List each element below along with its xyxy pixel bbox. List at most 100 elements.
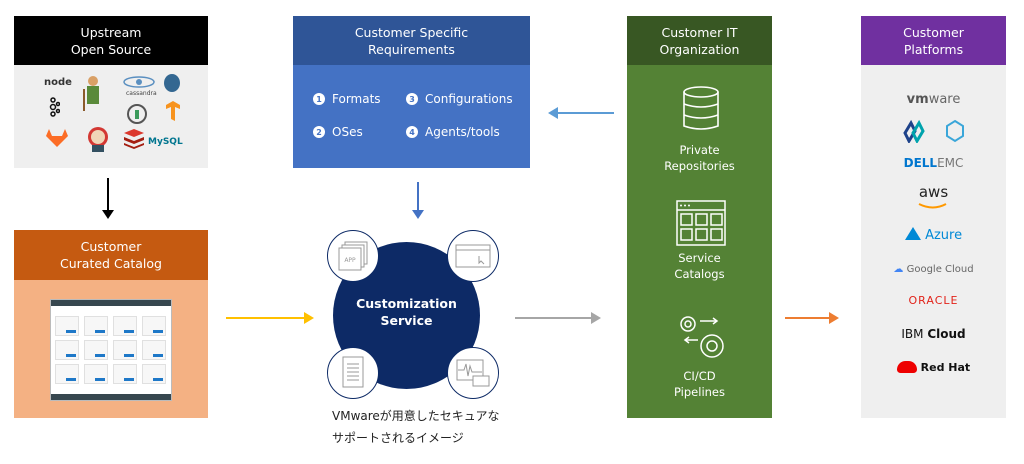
node-logo: node: [44, 77, 72, 88]
caption-line-1: VMwareが用意したセキュアな: [332, 409, 500, 423]
document-icon-circle: [327, 347, 379, 399]
curated-title-1: Customer: [80, 239, 142, 254]
redis-icon: [124, 129, 144, 149]
requirement-agents-tools: 4 Agents/tools: [406, 125, 500, 139]
customization-caption: VMwareが用意したセキュアな サポートされるイメージ: [332, 405, 552, 449]
catalog-card: [55, 340, 79, 360]
upstream-title-1: Upstream: [80, 24, 142, 40]
cassandra-eye-icon: [123, 76, 155, 88]
catalog-card: [84, 364, 108, 384]
requirement-label: OSes: [332, 125, 363, 139]
dell-logo-a: DELL: [903, 156, 938, 170]
requirements-panel: 1 Formats 2 OSes 3 Configurations 4 Agen…: [293, 65, 530, 168]
redhat-hat-icon: [896, 361, 917, 373]
dell-logo-b: EMC: [937, 156, 964, 170]
catalog-card: [55, 316, 79, 336]
screenshot-bottombar: [51, 394, 171, 400]
catalog-card: [55, 364, 79, 384]
monitor-icon-circle: [447, 347, 499, 399]
requirements-header: Customer Specific Requirements: [293, 16, 530, 65]
service-catalog-icon: [676, 200, 726, 246]
upstream-title-2: Open Source: [70, 41, 152, 57]
platforms-header: Customer Platforms: [861, 16, 1006, 65]
requirement-formats: 1 Formats: [313, 92, 381, 106]
it-org-title-2: Organization: [659, 41, 740, 57]
kafka-icon: [49, 97, 60, 117]
dellemc-logo: DELLEMC: [861, 156, 1006, 170]
database-icon: [683, 86, 719, 130]
catalog-card: [84, 340, 108, 360]
screenshot-topbar: [51, 300, 171, 306]
arrow-down-blue: [412, 182, 424, 219]
azure-label: Azure: [925, 228, 963, 243]
redhat-logo: Red Hat: [861, 361, 1006, 374]
it-item-line1: Private: [679, 143, 720, 157]
arrow-right-orange: [785, 312, 839, 324]
aws-smile-icon: [918, 203, 947, 209]
cicd-gears-icon: [680, 316, 724, 358]
arrow-right-gray: [515, 312, 601, 324]
browser-icon-circle: [447, 230, 499, 282]
app-stack-icon-circle: APP: [327, 230, 379, 282]
catalog-card: [142, 364, 166, 384]
azure-logo: Azure: [861, 227, 1006, 243]
ibm-cloud-label: Cloud: [927, 327, 966, 341]
it-org-title-1: Customer IT: [661, 24, 738, 40]
vmware-logo-b: ware: [928, 92, 961, 107]
monitoring-graph-icon: [456, 359, 490, 387]
number-badge: 1: [313, 93, 325, 105]
mysql-logo: MySQL: [148, 137, 183, 147]
curated-title-2: Curated Catalog: [60, 256, 162, 271]
vmware-logo: vmware: [861, 92, 1006, 107]
requirement-configurations: 3 Configurations: [406, 92, 513, 106]
document-scroll-icon: [342, 356, 364, 388]
catalog-card: [113, 340, 137, 360]
browser-window-icon: [455, 244, 491, 268]
requirement-oses: 2 OSes: [313, 125, 363, 139]
catalog-card: [142, 340, 166, 360]
catalog-card: [142, 316, 166, 336]
customization-title-1: Customization: [356, 296, 457, 311]
tensorflow-icon: [166, 101, 180, 121]
google-cloud-logo: ☁ Google Cloud: [861, 264, 1006, 275]
jenkins-icon: [88, 127, 108, 152]
upstream-logos-panel: node cassandra MySQL: [14, 65, 208, 168]
platforms-title-1: Customer: [903, 24, 964, 40]
requirements-title-2: Requirements: [368, 41, 455, 57]
curated-header: Customer Curated Catalog: [14, 230, 208, 280]
platforms-title-2: Platforms: [903, 41, 964, 57]
upstream-header: Upstream Open Source: [14, 16, 208, 65]
it-item-line1: Service: [678, 251, 721, 265]
app-stack-icon: APP: [338, 241, 368, 271]
tanzu-logos-icon: [903, 119, 964, 143]
it-item-line2: Repositories: [664, 159, 735, 173]
vmware-logo-a: vm: [906, 92, 929, 107]
catalog-card: [113, 364, 137, 384]
influx-icon: [127, 104, 147, 124]
arrow-left-blue: [548, 107, 614, 119]
requirement-label: Agents/tools: [425, 125, 500, 139]
app-label: APP: [344, 257, 356, 264]
it-item-line2: Pipelines: [674, 385, 725, 399]
requirements-title-1: Customer Specific: [354, 24, 469, 40]
arrow-down-black: [102, 178, 114, 219]
catalog-screenshot: [50, 299, 172, 401]
postgresql-icon: [164, 74, 180, 92]
it-org-panel: [627, 65, 772, 418]
ibm-cloud-logo: IBM Cloud: [861, 327, 1006, 341]
google-cloud-label: Google Cloud: [906, 264, 974, 275]
aws-logo: aws: [918, 183, 949, 201]
it-item-line1: CI/CD: [683, 369, 716, 383]
ibm-label: IBM: [901, 327, 928, 341]
it-item-line2: Catalogs: [674, 267, 725, 281]
it-cicd-pipelines: CI/CD Pipelines: [627, 368, 772, 400]
number-badge: 3: [406, 93, 418, 105]
number-badge: 4: [406, 126, 418, 138]
customization-title-2: Service: [380, 313, 433, 328]
catalog-card: [113, 316, 137, 336]
platforms-panel: [861, 65, 1006, 418]
it-private-repositories: Private Repositories: [627, 142, 772, 174]
arrow-right-yellow: [226, 312, 314, 324]
it-service-catalogs: Service Catalogs: [627, 250, 772, 282]
it-org-header: Customer IT Organization: [627, 16, 772, 65]
